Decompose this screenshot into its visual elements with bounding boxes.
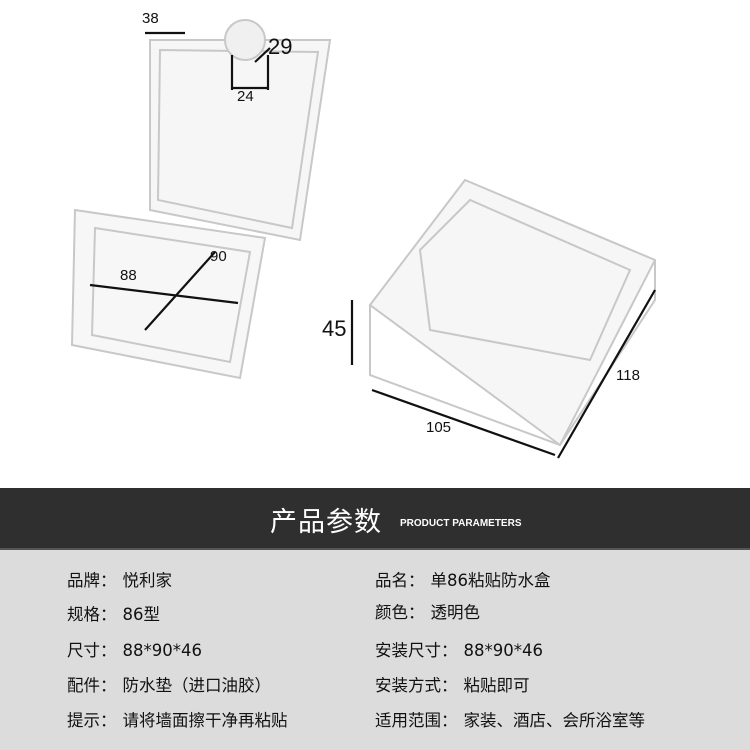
dim-box-depth: 45 xyxy=(322,316,347,341)
product-photo xyxy=(70,19,657,459)
param-label: 尺寸： xyxy=(67,641,117,660)
dim-hinge-gap: 29 xyxy=(268,34,293,59)
param-value: 单86粘贴防水盒 xyxy=(430,571,551,590)
closed-box-illustration xyxy=(368,178,657,447)
param-value: 防水垫（进口油胶） xyxy=(122,676,272,695)
dim-inner-width: 88 xyxy=(120,267,137,284)
param-label: 品牌： xyxy=(67,571,117,590)
section-subtitle: PRODUCT PARAMETERS xyxy=(400,518,522,529)
param-label: 适用范围： xyxy=(375,711,458,730)
param-value: 88*90*46 xyxy=(122,641,203,660)
param-install-method: 安装方式： 粘贴即可 xyxy=(375,672,530,696)
param-size: 尺寸： 88*90*46 xyxy=(67,637,202,661)
dim-hinge-inner: 24 xyxy=(237,88,254,105)
param-value: 家装、酒店、会所浴室等 xyxy=(463,711,646,730)
parameters-panel: 品牌： 悦利家 品名： 单86粘贴防水盒 规格： 86型 颜色： 透明色 尺寸： 88*9… xyxy=(0,550,750,750)
section-header: 产品参数 PRODUCT PARAMETERS xyxy=(0,488,750,550)
param-label: 安装方式： xyxy=(375,676,458,695)
param-value: 86型 xyxy=(122,605,161,624)
param-install-size: 安装尺寸： 88*90*46 xyxy=(375,637,543,661)
param-label: 配件： xyxy=(67,676,117,695)
param-tip: 提示： 请将墙面擦干净再粘贴 xyxy=(67,707,288,731)
param-label: 颜色： xyxy=(375,603,425,622)
param-label: 安装尺寸： xyxy=(375,641,458,660)
param-value: 悦利家 xyxy=(122,571,173,590)
param-brand: 品牌： 悦利家 xyxy=(67,567,172,591)
open-box-illustration xyxy=(70,19,332,380)
param-label: 品名： xyxy=(375,571,425,590)
param-value: 88*90*46 xyxy=(463,641,544,660)
param-color: 颜色： 透明色 xyxy=(375,599,480,623)
param-spec: 规格： 86型 xyxy=(67,601,160,625)
param-value: 请将墙面擦干净再粘贴 xyxy=(122,711,288,730)
dim-box-width: 105 xyxy=(426,419,452,436)
dimension-lines xyxy=(89,31,656,459)
dim-inner-height: 90 xyxy=(210,248,227,265)
param-label: 规格： xyxy=(67,605,117,624)
dim-box-height: 118 xyxy=(616,367,640,384)
section-title: 产品参数 xyxy=(270,507,382,538)
param-product-name: 品名： 单86粘贴防水盒 xyxy=(375,567,551,591)
param-accessories: 配件： 防水垫（进口油胶） xyxy=(67,672,271,696)
dim-hinge-width: 38 xyxy=(142,10,159,27)
param-usage: 适用范围： 家装、酒店、会所浴室等 xyxy=(375,707,645,731)
param-value: 粘贴即可 xyxy=(463,676,530,695)
param-label: 提示： xyxy=(67,711,117,730)
param-value: 透明色 xyxy=(430,603,481,622)
